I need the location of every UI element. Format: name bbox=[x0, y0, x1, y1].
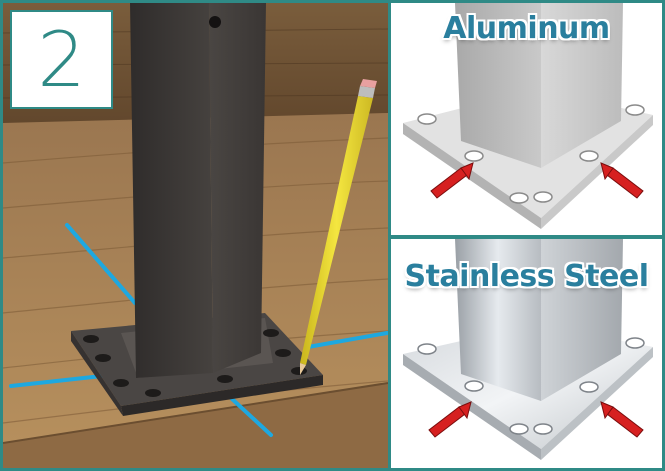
aluminum-panel: Aluminum bbox=[391, 3, 662, 235]
red-arrow-icon bbox=[600, 162, 644, 199]
aluminum-post bbox=[455, 3, 541, 168]
deck-edge bbox=[3, 383, 388, 468]
post bbox=[130, 3, 266, 378]
aluminum-base-plate-illustration bbox=[403, 3, 653, 229]
stainless-post bbox=[455, 239, 541, 401]
aluminum-label: Aluminum bbox=[443, 11, 610, 46]
red-arrow-icon bbox=[430, 162, 474, 199]
step-number-box: 2 bbox=[10, 10, 113, 109]
pencil-icon bbox=[300, 79, 377, 375]
stainless-steel-label: Stainless Steel bbox=[404, 259, 649, 294]
red-arrow-icon bbox=[600, 401, 644, 438]
layout-lines bbox=[9, 223, 388, 437]
red-arrow-icon bbox=[428, 401, 472, 438]
stainless-base-plate-illustration bbox=[403, 239, 653, 460]
installation-scene: 2 bbox=[3, 3, 388, 468]
step-number: 2 bbox=[37, 14, 86, 104]
stainless-steel-panel: Stainless Steel bbox=[391, 239, 662, 468]
deck-post-illustration bbox=[3, 3, 388, 468]
